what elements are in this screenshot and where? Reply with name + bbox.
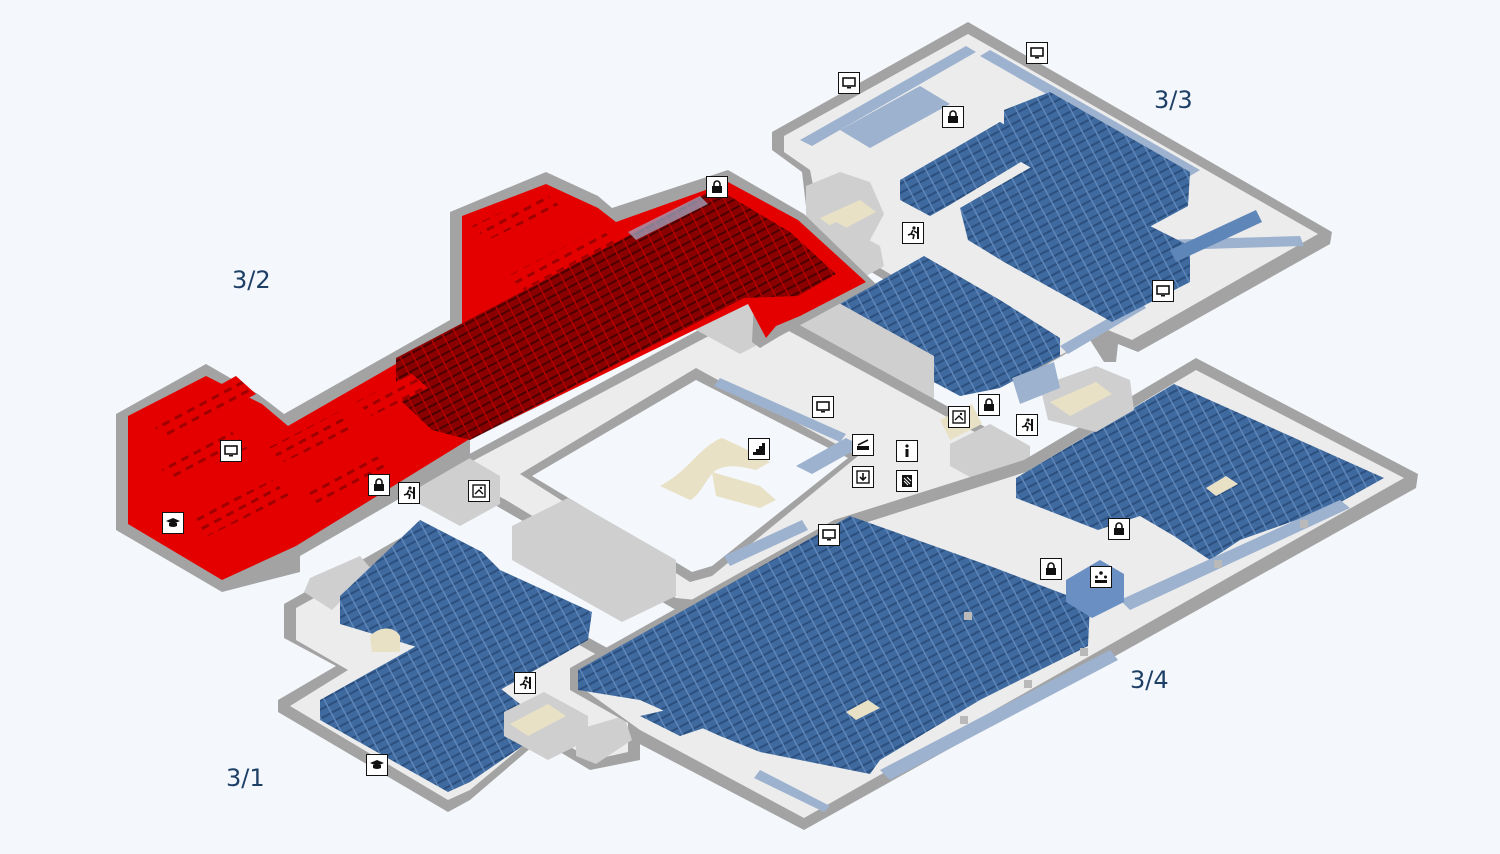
monitor-icon[interactable] [818,524,840,546]
monitor-icon[interactable] [220,440,242,462]
monitor-icon[interactable] [1026,42,1048,64]
zone-label-3-3[interactable]: 3/3 [1154,86,1193,114]
zone-3-4-area[interactable] [570,358,1418,830]
printer-icon[interactable] [852,466,874,488]
stairs-icon[interactable] [748,438,770,460]
graduation-cap-icon[interactable] [162,512,184,534]
emergency-exit-icon[interactable] [902,222,924,244]
zone-label-3-1[interactable]: 3/1 [226,764,265,792]
lock-icon[interactable] [978,394,1000,416]
emergency-exit-icon[interactable] [1016,414,1038,436]
lock-icon[interactable] [368,474,390,496]
media-icon[interactable] [468,480,490,502]
monitor-icon[interactable] [812,396,834,418]
monitor-icon[interactable] [1152,280,1174,302]
lock-icon[interactable] [706,176,728,198]
zone-3-1-area[interactable] [278,520,640,812]
media-icon[interactable] [948,406,970,428]
zone-label-3-4[interactable]: 3/4 [1130,666,1169,694]
info-icon[interactable] [896,440,918,462]
zone-label-3-2[interactable]: 3/2 [232,266,271,294]
emergency-exit-icon[interactable] [514,672,536,694]
zone-3-3-area[interactable] [760,22,1332,412]
emergency-exit-icon[interactable] [398,482,420,504]
scanner-icon[interactable] [852,434,874,456]
lock-icon[interactable] [1040,558,1062,580]
zone-3-2-area[interactable] [116,170,876,592]
copier-icon[interactable] [896,470,918,492]
graduation-cap-icon[interactable] [366,754,388,776]
lock-icon[interactable] [942,106,964,128]
monitor-icon[interactable] [838,72,860,94]
lock-icon[interactable] [1108,518,1130,540]
group-room-icon[interactable] [1090,566,1112,588]
